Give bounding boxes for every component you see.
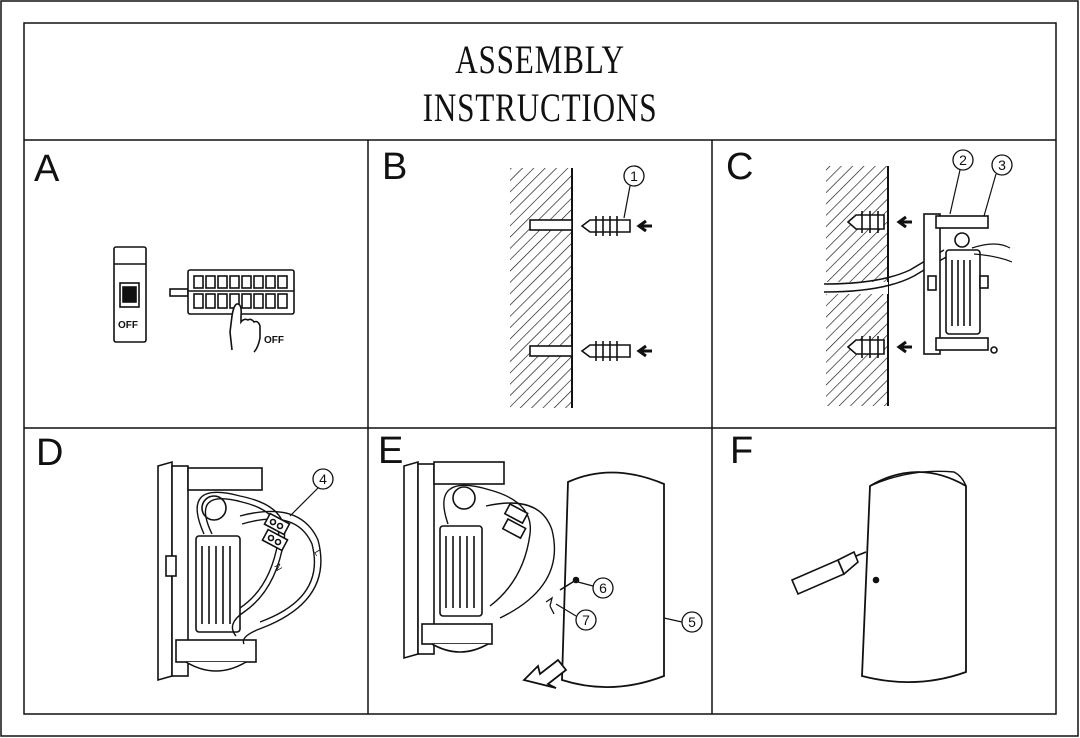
allen-key-icon xyxy=(545,596,555,615)
breaker-off-label: OFF xyxy=(118,320,138,331)
hand-pointer-icon xyxy=(229,303,261,353)
callout-1-circle xyxy=(623,165,645,187)
callout-6-number: 6 xyxy=(599,580,607,596)
inner-frame xyxy=(23,22,1057,715)
finished-fixture-icon xyxy=(861,471,967,684)
breaker-switch-icon xyxy=(113,246,147,343)
wall-anchor-bottom-icon xyxy=(580,341,631,361)
callout-3-number: 3 xyxy=(998,157,1006,173)
screwdriver-icon xyxy=(790,550,867,596)
wire-label-live: L xyxy=(312,548,323,557)
drill-hole-top xyxy=(529,219,573,231)
wire-label-neutral: N xyxy=(272,562,284,573)
callout-6-circle xyxy=(592,577,614,599)
callout-4-circle xyxy=(312,468,334,490)
callout-1-number: 1 xyxy=(630,168,638,184)
callout-7-circle xyxy=(575,609,597,631)
push-arrow-bottom-icon xyxy=(636,344,652,358)
callout-2-number: 2 xyxy=(959,152,967,168)
wall-anchor-top-icon xyxy=(580,216,631,236)
panel-e-illustration: 5 6 7 xyxy=(403,460,703,689)
callout-4-number: 4 xyxy=(319,471,327,487)
title-line-1: ASSEMBLY xyxy=(455,37,625,82)
fixture-base-e-icon xyxy=(403,460,505,660)
screw-arrow-top-icon xyxy=(896,215,912,229)
terminal-block-e-icon xyxy=(501,502,529,540)
panel-a-illustration: OFF OFF xyxy=(113,246,295,353)
anchor-in-wall-bottom-icon xyxy=(846,336,885,358)
panel-label-e: E xyxy=(378,430,404,472)
callout-5-number: 5 xyxy=(688,614,696,630)
terminal-block-icon xyxy=(261,512,291,552)
panel-label-c: C xyxy=(726,146,754,188)
attach-arrow-icon xyxy=(522,658,568,689)
title-line-2: INSTRUCTIONS xyxy=(422,85,658,130)
dip-off-label: OFF xyxy=(264,335,284,346)
push-arrow-top-icon xyxy=(636,219,652,233)
panel-b-illustration: 1 xyxy=(510,165,652,408)
panel-label-b: B xyxy=(382,146,408,188)
anchor-in-wall-top-icon xyxy=(846,211,885,233)
callout-3-circle xyxy=(991,154,1013,176)
panel-label-f: F xyxy=(730,430,754,472)
drill-hole-bottom xyxy=(529,345,573,357)
fixture-base-icon xyxy=(157,460,263,682)
mounting-plate-icon xyxy=(923,213,998,355)
callout-2-circle xyxy=(952,149,974,171)
wall-section xyxy=(510,168,572,408)
panel-c-illustration: 2 3 xyxy=(823,149,1013,406)
panel-f-illustration xyxy=(790,470,967,684)
screw-arrow-bottom-icon xyxy=(896,340,912,354)
panel-label-a: A xyxy=(34,148,60,190)
panel-label-d: D xyxy=(36,432,64,474)
callout-7-number: 7 xyxy=(582,612,590,628)
panel-d-illustration: L N 4 xyxy=(157,460,334,682)
dip-switch-icon xyxy=(169,269,295,315)
cover-shade-icon xyxy=(561,471,665,689)
wire-loop-live xyxy=(239,510,322,645)
